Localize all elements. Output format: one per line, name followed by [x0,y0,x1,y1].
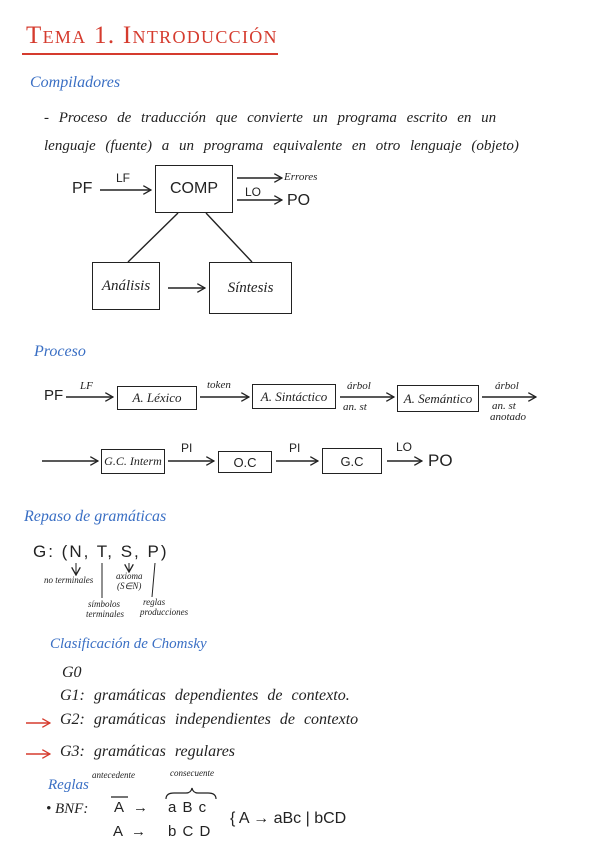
code-optimizer-label: O.C [233,454,257,470]
compiler-box: COMP [155,165,233,213]
source-program-label: PF [44,387,64,404]
note-terminals: símbolos [88,599,121,609]
arrow-label: LO [396,440,413,454]
syntax-analyzer-box: A. Sintáctico [252,384,336,409]
chomsky-item: G2: gramáticas independientes de context… [60,711,359,728]
lexical-analyzer-box: A. Léxico [117,386,197,410]
arrow-label: an. st [343,401,367,413]
subsection-heading-reglas: Reglas [48,777,89,793]
rule-arrow: → [133,799,148,816]
rule-lhs: A [114,799,125,816]
definition-line: lenguaje (fuente) a un programa equivale… [44,138,519,154]
object-program-label: PO [428,451,453,470]
section-heading-compiladores: Compiladores [30,74,121,91]
semantic-analyzer-label: A. Semántico [403,390,473,406]
intermediate-codegen-label: G.C. Interm [104,454,162,468]
note-axiom: axioma [116,571,143,581]
codegen-label: G.C [340,453,364,469]
consequent-brace [165,787,217,800]
note-productions: producciones [140,607,189,617]
line-comp-to-analisis [127,212,179,263]
analysis-box-label: Análisis [101,277,151,294]
arrow-label: an. st [492,400,516,412]
section-heading-proceso: Proceso [34,343,86,360]
rule-rhs: a B c [168,799,207,816]
note-terminals: terminales [86,609,124,619]
note-non-terminals: no terminales [44,575,94,585]
rule-arrow: → [131,823,146,840]
semantic-analyzer-box: A. Semántico [397,385,479,412]
source-language-label: LF [116,171,131,185]
arrow-label: PI [181,441,193,455]
codegen-box: G.C [322,448,382,474]
arrow-label: árbol [347,380,371,392]
title-underline [22,53,278,55]
chomsky-item: G1: gramáticas dependientes de contexto. [60,687,350,704]
object-program-label: PO [287,192,311,209]
lexical-analyzer-label: A. Léxico [132,390,182,405]
synthesis-box: Síntesis [209,262,292,314]
syntax-analyzer-label: A. Sintáctico [260,388,328,404]
grammar-tuple: G: (N, T, S, P) [33,542,169,561]
arrow-label: PI [289,441,301,455]
subsection-heading-chomsky: Clasificación de Chomsky [50,636,207,652]
page-title: Tema 1. Introducción [26,22,278,49]
rule-rhs: b C D [168,823,211,840]
object-language-label: LO [245,185,262,199]
note-axiom: (S∈N) [117,581,142,591]
combined-rule: { A → aBc | bCD [230,810,347,827]
compiler-box-label: COMP [170,180,218,197]
errors-label: Errores [284,171,318,183]
chomsky-item: G0 [62,664,82,681]
note-productions: reglas [143,597,166,607]
source-program-label: PF [72,180,93,197]
line-comp-to-sintesis [205,212,253,263]
bnf-bullet: • BNF: [46,801,89,817]
consequent-label: consecuente [170,768,214,778]
section-heading-gramaticas: Repaso de gramáticas [24,508,167,525]
arrow-label: árbol [495,380,519,392]
arrow-label: anotado [490,411,527,423]
antecedent-label: antecedente [92,770,135,780]
line-p-note [151,562,156,598]
rule-lhs: A [113,823,124,840]
code-optimizer-box: O.C [218,451,272,473]
synthesis-box-label: Síntesis [227,279,274,296]
intermediate-codegen-box: G.C. Interm [101,449,165,474]
analysis-box: Análisis [92,262,160,310]
arrow-label: LF [80,380,93,392]
definition-line: - Proceso de traducción que convierte un… [44,110,497,126]
arrow-label: token [207,379,231,391]
chomsky-item: G3: gramáticas regulares [60,743,236,760]
